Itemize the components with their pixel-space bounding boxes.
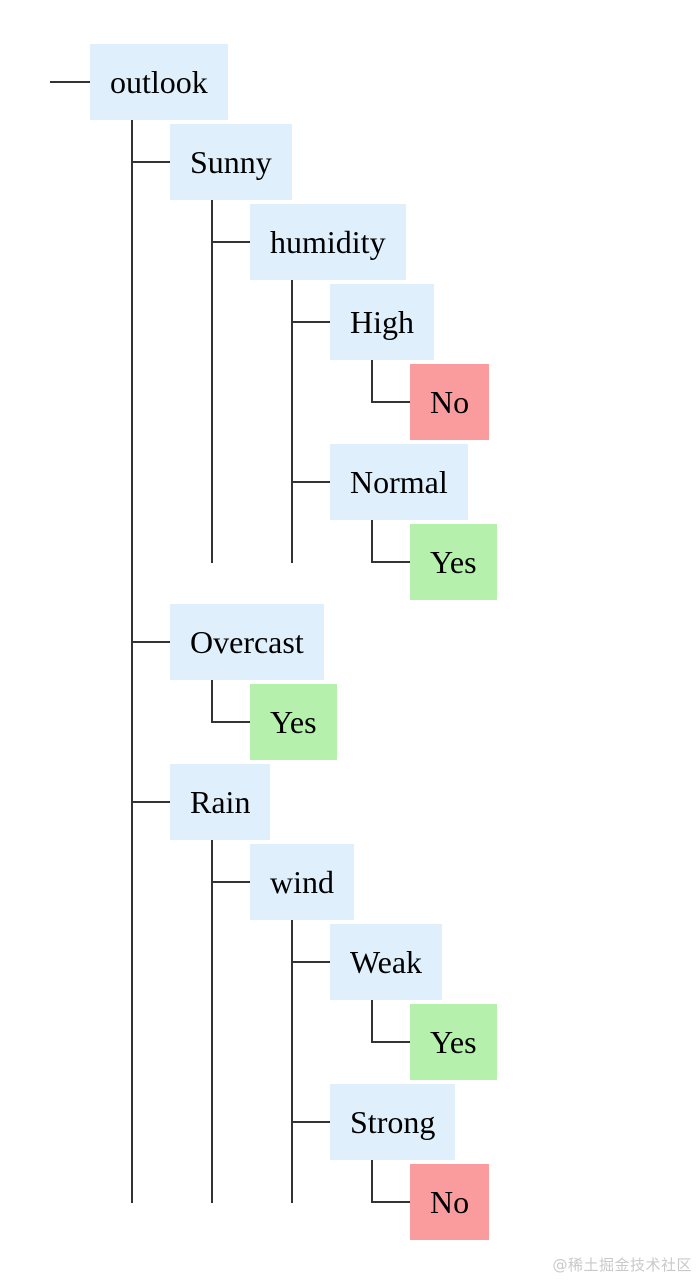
tree-node-weak: Weak xyxy=(330,924,443,1000)
tree-node-yes: Yes xyxy=(250,684,337,760)
tree-node-yes: Yes xyxy=(410,1004,497,1080)
connector-hline xyxy=(291,961,330,963)
tree-node-humidity: humidity xyxy=(250,204,406,280)
connector-vline xyxy=(211,680,213,723)
connector-hline xyxy=(211,881,250,883)
tree-node-no: No xyxy=(410,1164,490,1240)
tree-node-yes: Yes xyxy=(410,524,497,600)
connector-vline xyxy=(371,1160,373,1203)
tree-node-rain: Rain xyxy=(170,764,271,840)
connector-hline xyxy=(211,721,250,723)
tree-node-no: No xyxy=(410,364,490,440)
connector-hline xyxy=(50,81,90,83)
connector-hline xyxy=(371,1201,410,1203)
connector-hline xyxy=(131,161,170,163)
connector-vline xyxy=(291,280,293,563)
connector-vline xyxy=(131,120,133,1203)
connector-vline xyxy=(371,1000,373,1043)
connector-vline xyxy=(371,520,373,563)
connector-hline xyxy=(131,801,170,803)
tree-node-high: High xyxy=(330,284,434,360)
connector-hline xyxy=(371,561,410,563)
tree-node-outlook: outlook xyxy=(90,44,228,120)
tree-node-normal: Normal xyxy=(330,444,468,520)
tree-node-wind: wind xyxy=(250,844,354,920)
tree-node-sunny: Sunny xyxy=(170,124,292,200)
tree-node-overcast: Overcast xyxy=(170,604,324,680)
connector-hline xyxy=(371,401,410,403)
connector-hline xyxy=(291,481,330,483)
connector-hline xyxy=(291,1121,330,1123)
connector-hline xyxy=(291,321,330,323)
watermark-text: @稀土掘金技术社区 xyxy=(552,1256,692,1274)
connector-vline xyxy=(211,840,213,1203)
connector-vline xyxy=(291,920,293,1203)
connector-hline xyxy=(371,1041,410,1043)
tree-node-strong: Strong xyxy=(330,1084,456,1160)
connector-vline xyxy=(371,360,373,403)
connector-hline xyxy=(211,241,250,243)
connector-vline xyxy=(211,200,213,563)
connector-hline xyxy=(131,641,170,643)
